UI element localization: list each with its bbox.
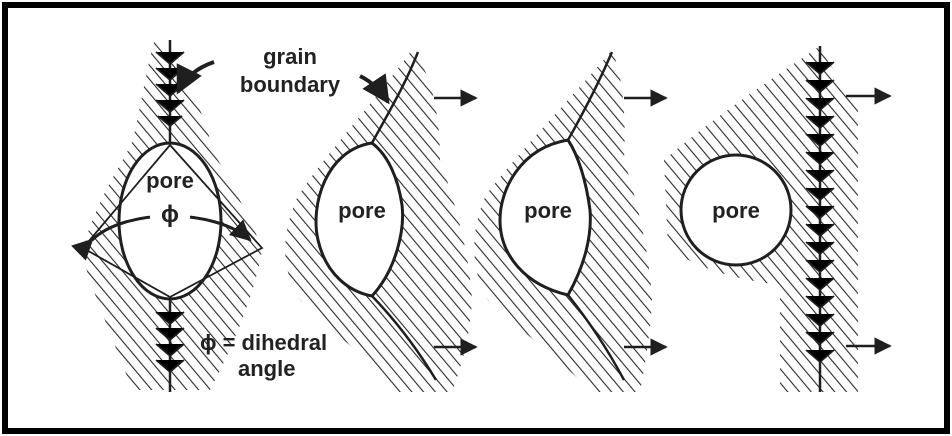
panel-3: pore	[474, 50, 666, 392]
pore-label-2: pore	[338, 198, 386, 223]
phi-definition-line2: angle	[238, 356, 295, 381]
phi-symbol-label: ϕ	[161, 201, 179, 228]
grain-boundary-label-line2: boundary	[240, 72, 341, 97]
phi-definition-line1: ϕ = dihedral	[200, 330, 327, 355]
pore-label-3: pore	[524, 198, 572, 223]
grain-boundary-label-line1: grain	[263, 44, 317, 69]
pore-label-1: pore	[146, 168, 194, 193]
panel-4: pore	[664, 46, 890, 392]
pore-label-4: pore	[712, 198, 760, 223]
